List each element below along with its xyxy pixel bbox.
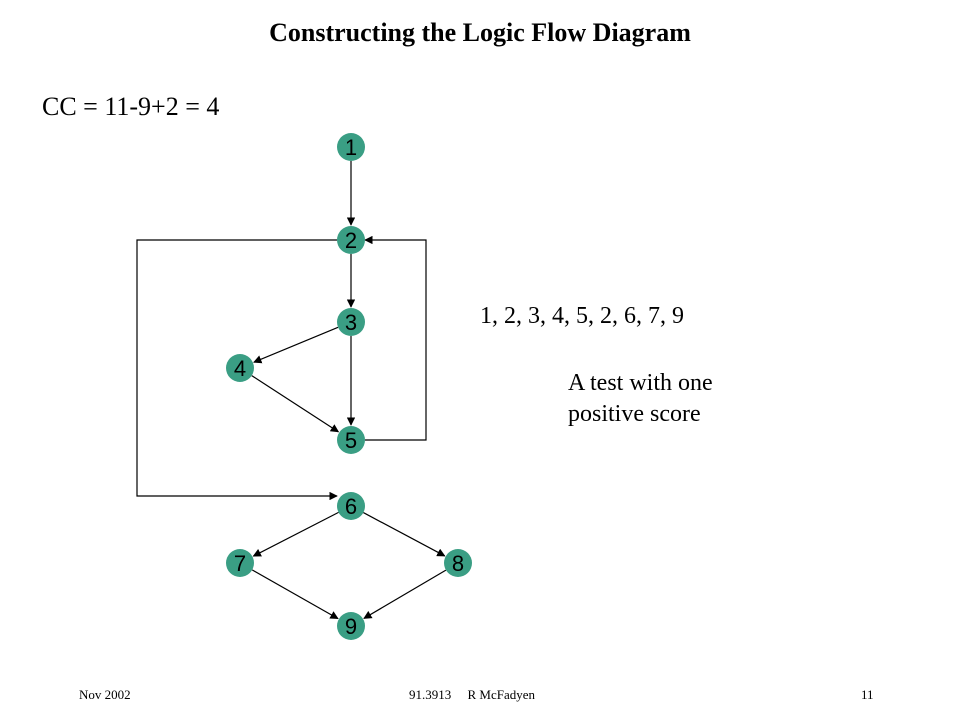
edge-2-to-6 xyxy=(136,239,338,501)
edge-3-to-4 xyxy=(253,326,339,364)
node-label: 9 xyxy=(345,614,357,639)
node-circle xyxy=(337,612,365,640)
node-label: 4 xyxy=(234,356,246,381)
slide-title: Constructing the Logic Flow Diagram xyxy=(269,18,691,47)
node-label: 8 xyxy=(452,551,464,576)
node-circle xyxy=(337,226,365,254)
edge-5-to-2 xyxy=(364,235,427,441)
node-3: 3 xyxy=(337,308,365,336)
node-5: 5 xyxy=(337,426,365,454)
edge-6-to-7 xyxy=(252,511,339,557)
edge-7-to-9 xyxy=(251,569,339,620)
edge-6-to-8 xyxy=(363,512,446,557)
node-2: 2 xyxy=(337,226,365,254)
node-label: 1 xyxy=(345,135,357,160)
node-label: 7 xyxy=(234,551,246,576)
node-label: 5 xyxy=(345,428,357,453)
node-circle xyxy=(337,308,365,336)
node-1: 1 xyxy=(337,133,365,161)
node-8: 8 xyxy=(444,549,472,577)
test-note-line-2: positive score xyxy=(568,401,701,427)
node-4: 4 xyxy=(226,354,254,382)
node-label: 3 xyxy=(345,310,357,335)
node-circle xyxy=(444,549,472,577)
node-label: 2 xyxy=(345,228,357,253)
node-circle xyxy=(337,426,365,454)
node-9: 9 xyxy=(337,612,365,640)
node-circle xyxy=(337,133,365,161)
node-label: 6 xyxy=(345,494,357,519)
node-6: 6 xyxy=(337,492,365,520)
footer-page-number: 11 xyxy=(861,687,874,702)
node-7: 7 xyxy=(226,549,254,577)
node-circle xyxy=(226,354,254,382)
footer-course-author-text: 91.3913 R McFadyen xyxy=(409,687,536,702)
footer-date: Nov 2002 xyxy=(79,687,131,702)
node-circle xyxy=(337,492,365,520)
edge-4-to-5 xyxy=(251,375,340,433)
edge-8-to-9 xyxy=(363,569,447,619)
test-note-line-1: A test with one xyxy=(568,370,713,396)
test-path: 1, 2, 3, 4, 5, 2, 6, 7, 9 xyxy=(480,303,684,329)
edges-layer xyxy=(136,161,447,620)
footer-course-author: 91.3913 R McFadyen xyxy=(409,687,535,703)
nodes-layer: 1 2 3 4 5 6 7 8 9 xyxy=(226,133,472,640)
test-note: A test with one positive score xyxy=(568,368,713,430)
cyclomatic-complexity-formula: CC = 11-9+2 = 4 xyxy=(42,92,220,121)
node-circle xyxy=(226,549,254,577)
